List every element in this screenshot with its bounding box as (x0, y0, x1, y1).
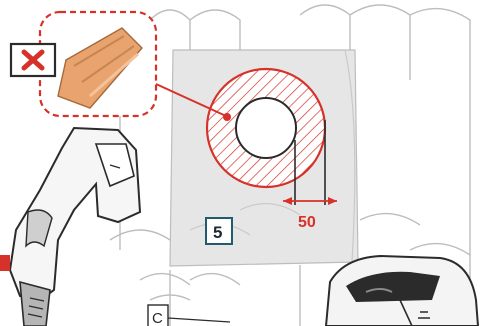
dimension-label: 50 (298, 214, 316, 231)
callout-leader-dot (223, 113, 231, 121)
corner-leader (168, 318, 230, 322)
jigsaw-icon (326, 256, 478, 326)
pipe-hole (236, 98, 296, 158)
corner-label: C (152, 310, 163, 326)
drill-icon (0, 128, 140, 326)
step-number: 5 (213, 223, 222, 242)
